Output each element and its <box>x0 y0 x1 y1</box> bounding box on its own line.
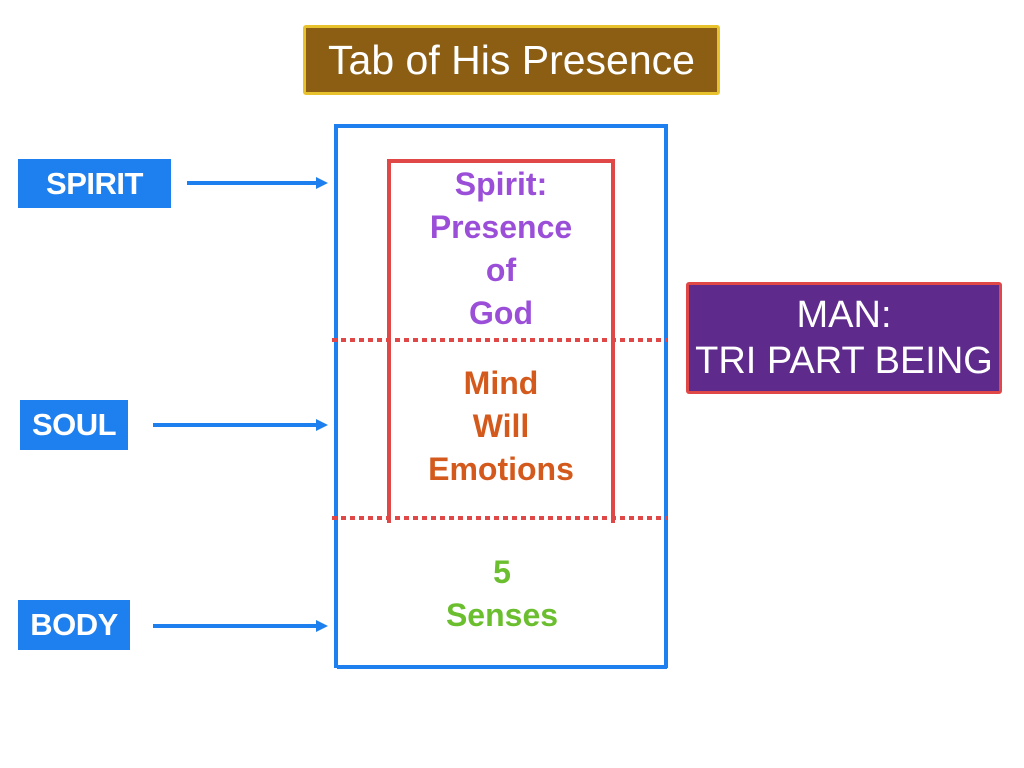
soul-line: Will <box>472 408 530 444</box>
spirit-line: Spirit: <box>454 166 548 202</box>
man-box-line2: TRI PART BEING <box>695 340 993 382</box>
body-label: BODY <box>18 600 130 650</box>
soul-section-text: Mind Will Emotions <box>390 362 612 491</box>
spirit-section-text: Spirit: Presence of God <box>390 163 612 335</box>
arrow-spirit <box>187 177 328 189</box>
divider-spirit-soul <box>332 338 667 342</box>
body-line: Senses <box>445 597 559 633</box>
spirit-line: God <box>469 295 533 331</box>
divider-soul-body <box>332 516 667 520</box>
spirit-line: Presence <box>429 209 573 245</box>
arrow-soul <box>153 419 328 431</box>
soul-label: SOUL <box>20 400 128 450</box>
spirit-label: SPIRIT <box>18 159 171 208</box>
spirit-label-text: SPIRIT <box>46 165 143 201</box>
spirit-line: of <box>485 252 517 288</box>
title-text: Tab of His Presence <box>328 36 695 83</box>
body-section-text: 5 Senses <box>337 551 667 637</box>
title-box: Tab of His Presence <box>303 25 720 95</box>
soul-line: Emotions <box>428 451 574 487</box>
soul-label-text: SOUL <box>31 407 117 442</box>
man-box-line1: MAN: <box>796 294 892 336</box>
arrow-body <box>153 620 328 632</box>
body-line: 5 <box>493 554 511 590</box>
man-outer-box <box>334 124 668 668</box>
man-outer-box-bottom <box>337 665 667 669</box>
body-label-text: BODY <box>30 607 118 642</box>
soul-line: Mind <box>463 365 539 401</box>
man-tri-part-box: MAN: TRI PART BEING <box>686 282 1002 394</box>
